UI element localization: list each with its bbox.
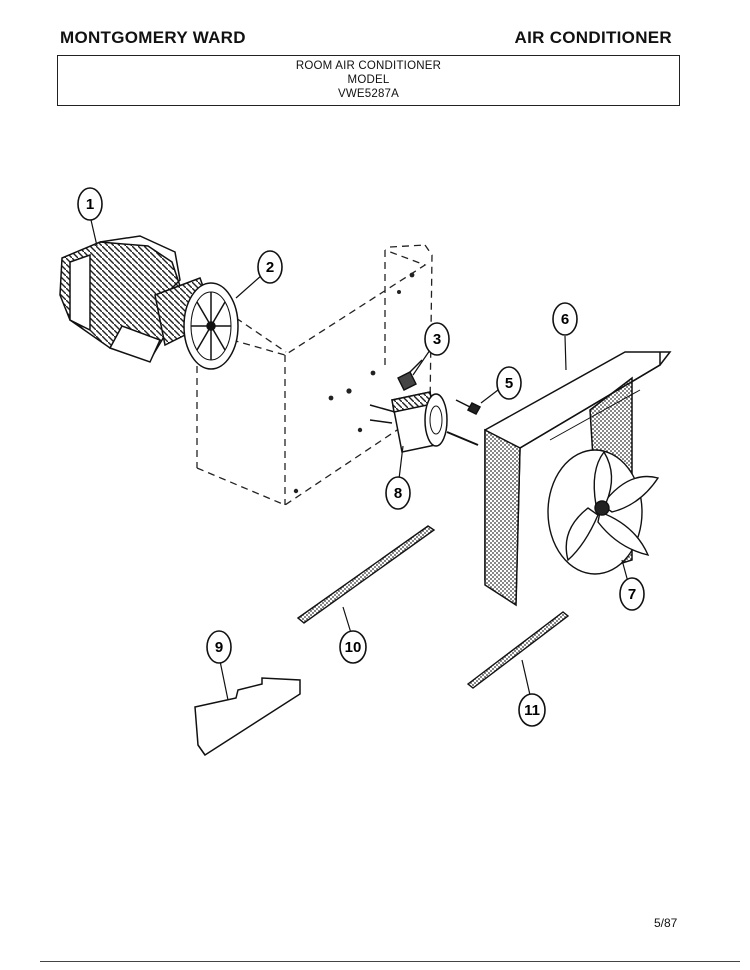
callout-label: 9 [215,639,223,656]
callout-label: 1 [86,196,94,213]
part-1-blower-housing [59,235,183,363]
callout-label: 5 [505,375,513,392]
date-code: 5/87 [654,916,678,930]
callout-9: 9 [206,630,232,664]
small-hardware [293,272,415,494]
callout-label: 2 [266,259,274,276]
brand-name: MONTGOMERY WARD [60,28,246,47]
part-11-seal-strip [466,611,570,689]
leader-lines [90,219,629,701]
callout-7: 7 [619,577,645,611]
callout-6: 6 [552,302,578,336]
callout-label: 3 [433,331,441,348]
title-line-product: ROOM AIR CONDITIONER [295,60,442,72]
bottom-rule [40,961,740,962]
callout-label: 6 [561,311,569,328]
callout-5: 5 [496,366,522,400]
bulkhead-outline [196,244,433,506]
callout-8: 8 [385,476,411,510]
part-8-fan-motor [369,391,479,453]
product-category: AIR CONDITIONER [514,28,672,47]
callout-label: 11 [524,702,540,719]
part-5-screw [455,399,482,415]
title-line-model-number: VWE5287A [337,88,400,100]
callout-1: 1 [77,187,103,221]
callout-11: 11 [518,693,546,727]
part-10-seal-strip [296,525,436,624]
part-2-blower-wheel [154,277,239,370]
callout-label: 10 [345,639,362,656]
callout-3: 3 [424,322,450,356]
part-3-motor-clip [397,359,423,391]
model-title-box: ROOM AIR CONDITIONER MODEL VWE5287A [57,55,680,106]
callout-10: 10 [339,630,367,664]
callout-2: 2 [257,250,283,284]
part-9-baffle [194,677,301,757]
part-7-condenser-fan [547,449,660,575]
callout-label: 7 [628,586,636,603]
title-line-model-label: MODEL [347,74,390,86]
callout-label: 8 [394,485,402,502]
